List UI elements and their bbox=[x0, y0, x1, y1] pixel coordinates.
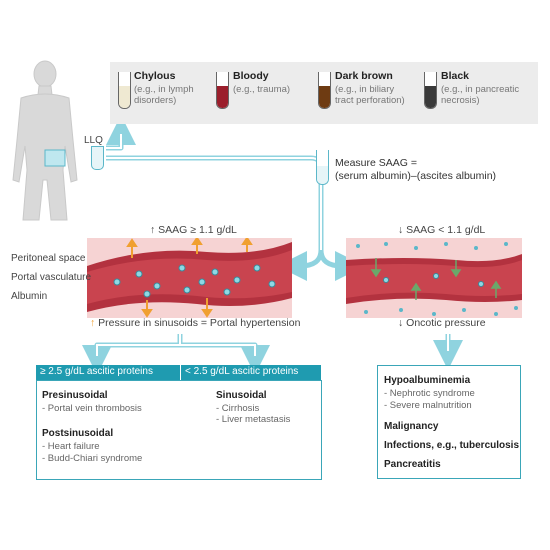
fluid-title-bloody: Bloody bbox=[233, 70, 269, 82]
fluid-desc-black-2: necrosis) bbox=[441, 95, 480, 106]
postsinusoidal-heading: Postsinusoidal bbox=[42, 428, 114, 439]
llq-label: LLQ bbox=[84, 135, 103, 146]
human-figure bbox=[12, 60, 78, 221]
pressure-arrows-high bbox=[126, 238, 253, 318]
legend-portal-vasculature: Portal vasculature bbox=[11, 272, 92, 283]
fluid-title-dark-brown: Dark brown bbox=[335, 70, 393, 82]
legend-peritoneal-space: Peritoneal space bbox=[11, 253, 86, 264]
portal-hypertension-caption: ↑ Pressure in sinusoids = Portal hyperte… bbox=[90, 317, 300, 329]
postsinusoidal-item-1: - Heart failure bbox=[42, 441, 100, 452]
sinusoidal-heading: Sinusoidal bbox=[216, 390, 267, 401]
presinusoidal-heading: Presinusoidal bbox=[42, 390, 108, 401]
protein-low-header-text: < 2.5 g/dL ascitic proteins bbox=[185, 366, 299, 377]
saag-tube-icon bbox=[316, 150, 329, 185]
chylous-tube-icon bbox=[118, 72, 131, 109]
saag-formula-line2: (serum albumin)–(ascites albumin) bbox=[335, 170, 497, 182]
fluid-title-chylous: Chylous bbox=[134, 70, 176, 82]
albumin-dots-low bbox=[383, 273, 484, 287]
oncotic-arrows bbox=[370, 258, 502, 300]
fluid-desc-black-1: (e.g., in pancreatic bbox=[441, 84, 520, 95]
chylous-fluid bbox=[119, 86, 130, 108]
peritoneal-albumin-dots bbox=[356, 242, 518, 316]
protein-high-header-text: ≥ 2.5 g/dL ascitic proteins bbox=[40, 366, 153, 377]
fluid-desc-chylous-1: (e.g., in lymph bbox=[134, 84, 194, 95]
saag-formula-line1: Measure SAAG = bbox=[335, 157, 417, 169]
hypoalbuminemia-item-1: - Nephrotic syndrome bbox=[384, 388, 475, 399]
hypoalbuminemia-item-2: - Severe malnutrition bbox=[384, 400, 472, 411]
portal-hypertension-vessel bbox=[87, 238, 292, 318]
fluid-desc-dark-brown-1: (e.g., in biliary bbox=[335, 84, 395, 95]
portal-hypertension-text: Pressure in sinusoids = Portal hypertens… bbox=[98, 317, 301, 329]
fluid-desc-dark-brown-2: tract perforation) bbox=[335, 95, 405, 106]
oncotic-pressure-caption: ↓ Oncotic pressure bbox=[398, 317, 486, 329]
dark-brown-fluid bbox=[319, 86, 330, 108]
presinusoidal-item-1: - Portal vein thrombosis bbox=[42, 403, 142, 414]
specimen-tube-icon bbox=[91, 146, 104, 170]
bloody-tube-icon bbox=[216, 72, 229, 109]
pressure-up-arrow: ↑ bbox=[90, 317, 96, 329]
sinusoidal-item-2: - Liver metastasis bbox=[216, 414, 291, 425]
low-saag-causes-box bbox=[377, 365, 521, 479]
protein-high-header: ≥ 2.5 g/dL ascitic proteins bbox=[36, 365, 180, 380]
black-fluid bbox=[425, 86, 436, 108]
legend-albumin: Albumin bbox=[11, 291, 48, 302]
fluid-desc-bloody-1: (e.g., trauma) bbox=[233, 84, 291, 95]
fluid-title-black: Black bbox=[441, 70, 470, 82]
hypoalbuminemia-heading: Hypoalbuminemia bbox=[384, 375, 471, 386]
protein-low-header: < 2.5 g/dL ascitic proteins bbox=[181, 365, 321, 380]
infections-heading: Infections, e.g., tuberculosis bbox=[384, 440, 520, 451]
llq-region bbox=[44, 149, 66, 167]
dark-brown-tube-icon bbox=[318, 72, 331, 109]
malignancy-heading: Malignancy bbox=[384, 421, 439, 432]
low-saag-label: ↓ SAAG < 1.1 g/dL bbox=[398, 224, 486, 236]
albumin-dots-high bbox=[113, 264, 276, 298]
postsinusoidal-item-2: - Budd-Chiari syndrome bbox=[42, 453, 143, 464]
bloody-fluid bbox=[217, 86, 228, 108]
high-saag-causes-box bbox=[36, 380, 322, 480]
high-saag-label: ↑ SAAG ≥ 1.1 g/dL bbox=[150, 224, 237, 236]
black-tube-icon bbox=[424, 72, 437, 109]
low-oncotic-vessel bbox=[346, 238, 522, 318]
sinusoidal-item-1: - Cirrhosis bbox=[216, 403, 260, 414]
pancreatitis-heading: Pancreatitis bbox=[384, 459, 441, 470]
fluid-desc-chylous-2: disorders) bbox=[134, 95, 177, 106]
